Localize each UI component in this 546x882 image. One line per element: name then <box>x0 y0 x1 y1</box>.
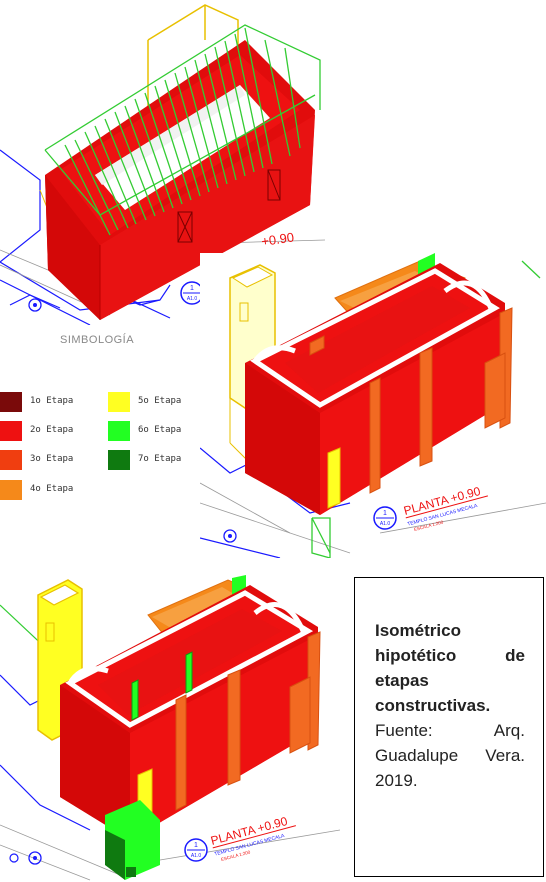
north-arrow-icon <box>28 298 42 312</box>
north-arrow-icon <box>28 851 42 865</box>
north-arrow-icon <box>223 529 237 543</box>
legend-label-4: 4o Etapa <box>30 484 74 494</box>
isometric-stage-7-svg: 1 A1.0 PLANTA +0.90 TEMPLO SAN LUCAS MEC… <box>0 575 340 881</box>
figure-caption: Isométrico hipotético de etapas construc… <box>354 577 544 877</box>
legend-swatch-3 <box>0 450 22 470</box>
legend-label-3: 3o Etapa <box>30 454 74 464</box>
scale-marker: 1 A1.0 <box>184 838 208 862</box>
pillars-stage-6 <box>131 651 193 721</box>
isometric-drawing-stage-7: 1 A1.0 PLANTA +0.90 TEMPLO SAN LUCAS MEC… <box>0 575 340 882</box>
caption-title: Isométrico hipotético de etapas construc… <box>375 621 525 715</box>
scale-marker-bottom: A1.0 <box>380 521 391 527</box>
buttresses-stage-3 <box>309 307 513 494</box>
scale-marker-bottom: A1.0 <box>187 296 198 302</box>
roof-trusses <box>44 24 321 236</box>
base-stage-7 <box>105 800 160 880</box>
church-walls <box>60 585 318 840</box>
legend-swatch-2 <box>0 421 22 441</box>
isometric-drawing-stage-2: 1 A1.0 +0.90 <box>0 0 325 325</box>
legend-swatch-1 <box>0 392 22 412</box>
legend-label-1: 1o Etapa <box>30 396 74 406</box>
legend-swatch-4 <box>0 480 22 500</box>
structure-stage-6 <box>311 260 541 558</box>
caption-source: Fuente: Arq. Guadalupe Vera. 2019. <box>375 721 525 790</box>
scale-marker-top: 1 <box>383 510 387 517</box>
legend-swatch-6 <box>108 421 130 441</box>
north-arrow-secondary-icon <box>9 853 19 863</box>
scale-marker-top: 1 <box>190 285 194 292</box>
scale-marker: 1 A1.0 <box>373 506 397 530</box>
planta-level-label: +0.90 <box>260 230 295 249</box>
scale-marker-top: 1 <box>194 842 198 849</box>
legend-label-5: 5o Etapa <box>138 396 182 406</box>
isometric-stage-2-svg: 1 A1.0 +0.90 <box>0 4 325 325</box>
legend: SIMBOLOGÍA 1o Etapa 2o Etapa 3o Etapa 4o… <box>0 330 205 510</box>
buttresses-stage-3 <box>175 631 321 811</box>
legend-label-7: 7o Etapa <box>138 454 182 464</box>
legend-label-2: 2o Etapa <box>30 425 74 435</box>
isometric-drawing-stage-6: 1 A1.0 PLANTA +0.90 TEMPLO SAN LUCAS MEC… <box>200 253 546 558</box>
legend-swatch-7 <box>108 450 130 470</box>
scale-marker-bottom: A1.0 <box>191 853 202 859</box>
legend-swatch-5 <box>108 392 130 412</box>
legend-title: SIMBOLOGÍA <box>60 334 135 346</box>
isometric-stage-6-svg: 1 A1.0 PLANTA +0.90 TEMPLO SAN LUCAS MEC… <box>200 253 546 558</box>
column-stage-5 <box>327 447 341 509</box>
legend-label-6: 6o Etapa <box>138 425 182 435</box>
